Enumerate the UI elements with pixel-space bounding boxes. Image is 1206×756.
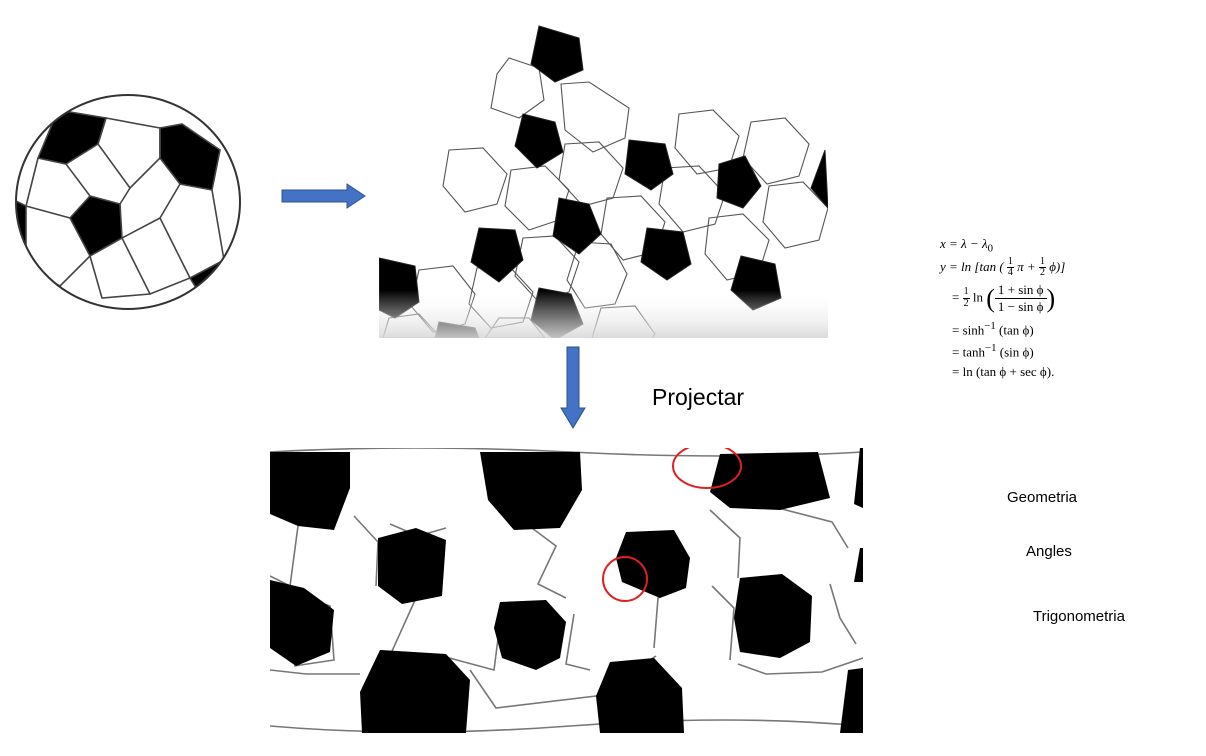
angles-label: Angles	[1026, 543, 1072, 560]
formula-x: x = λ − λ0	[940, 236, 993, 255]
net-graphic	[379, 18, 828, 338]
trigonometry-label: Trigonometria	[1033, 608, 1125, 625]
formula-tanh: = tanh−1 (sin ϕ)	[952, 341, 1034, 359]
arrow-right-icon	[281, 183, 366, 209]
projected-pattern	[270, 448, 863, 733]
unfolded-ball-net	[379, 18, 828, 338]
project-label: Projectar	[652, 384, 745, 410]
soccer-ball-illustration	[10, 88, 250, 316]
highlight-circle-gap	[602, 556, 648, 602]
soccer-ball-graphic	[15, 94, 241, 310]
geometry-label: Geometria	[1007, 489, 1078, 506]
formula-sinh: = sinh−1 (tan ϕ)	[952, 319, 1034, 338]
highlight-circle-seam	[672, 448, 742, 489]
formula-sec: = ln (tan ϕ + sec ϕ).	[952, 363, 1055, 379]
projection-graphic	[270, 448, 863, 733]
arrow-down-icon	[560, 346, 586, 429]
